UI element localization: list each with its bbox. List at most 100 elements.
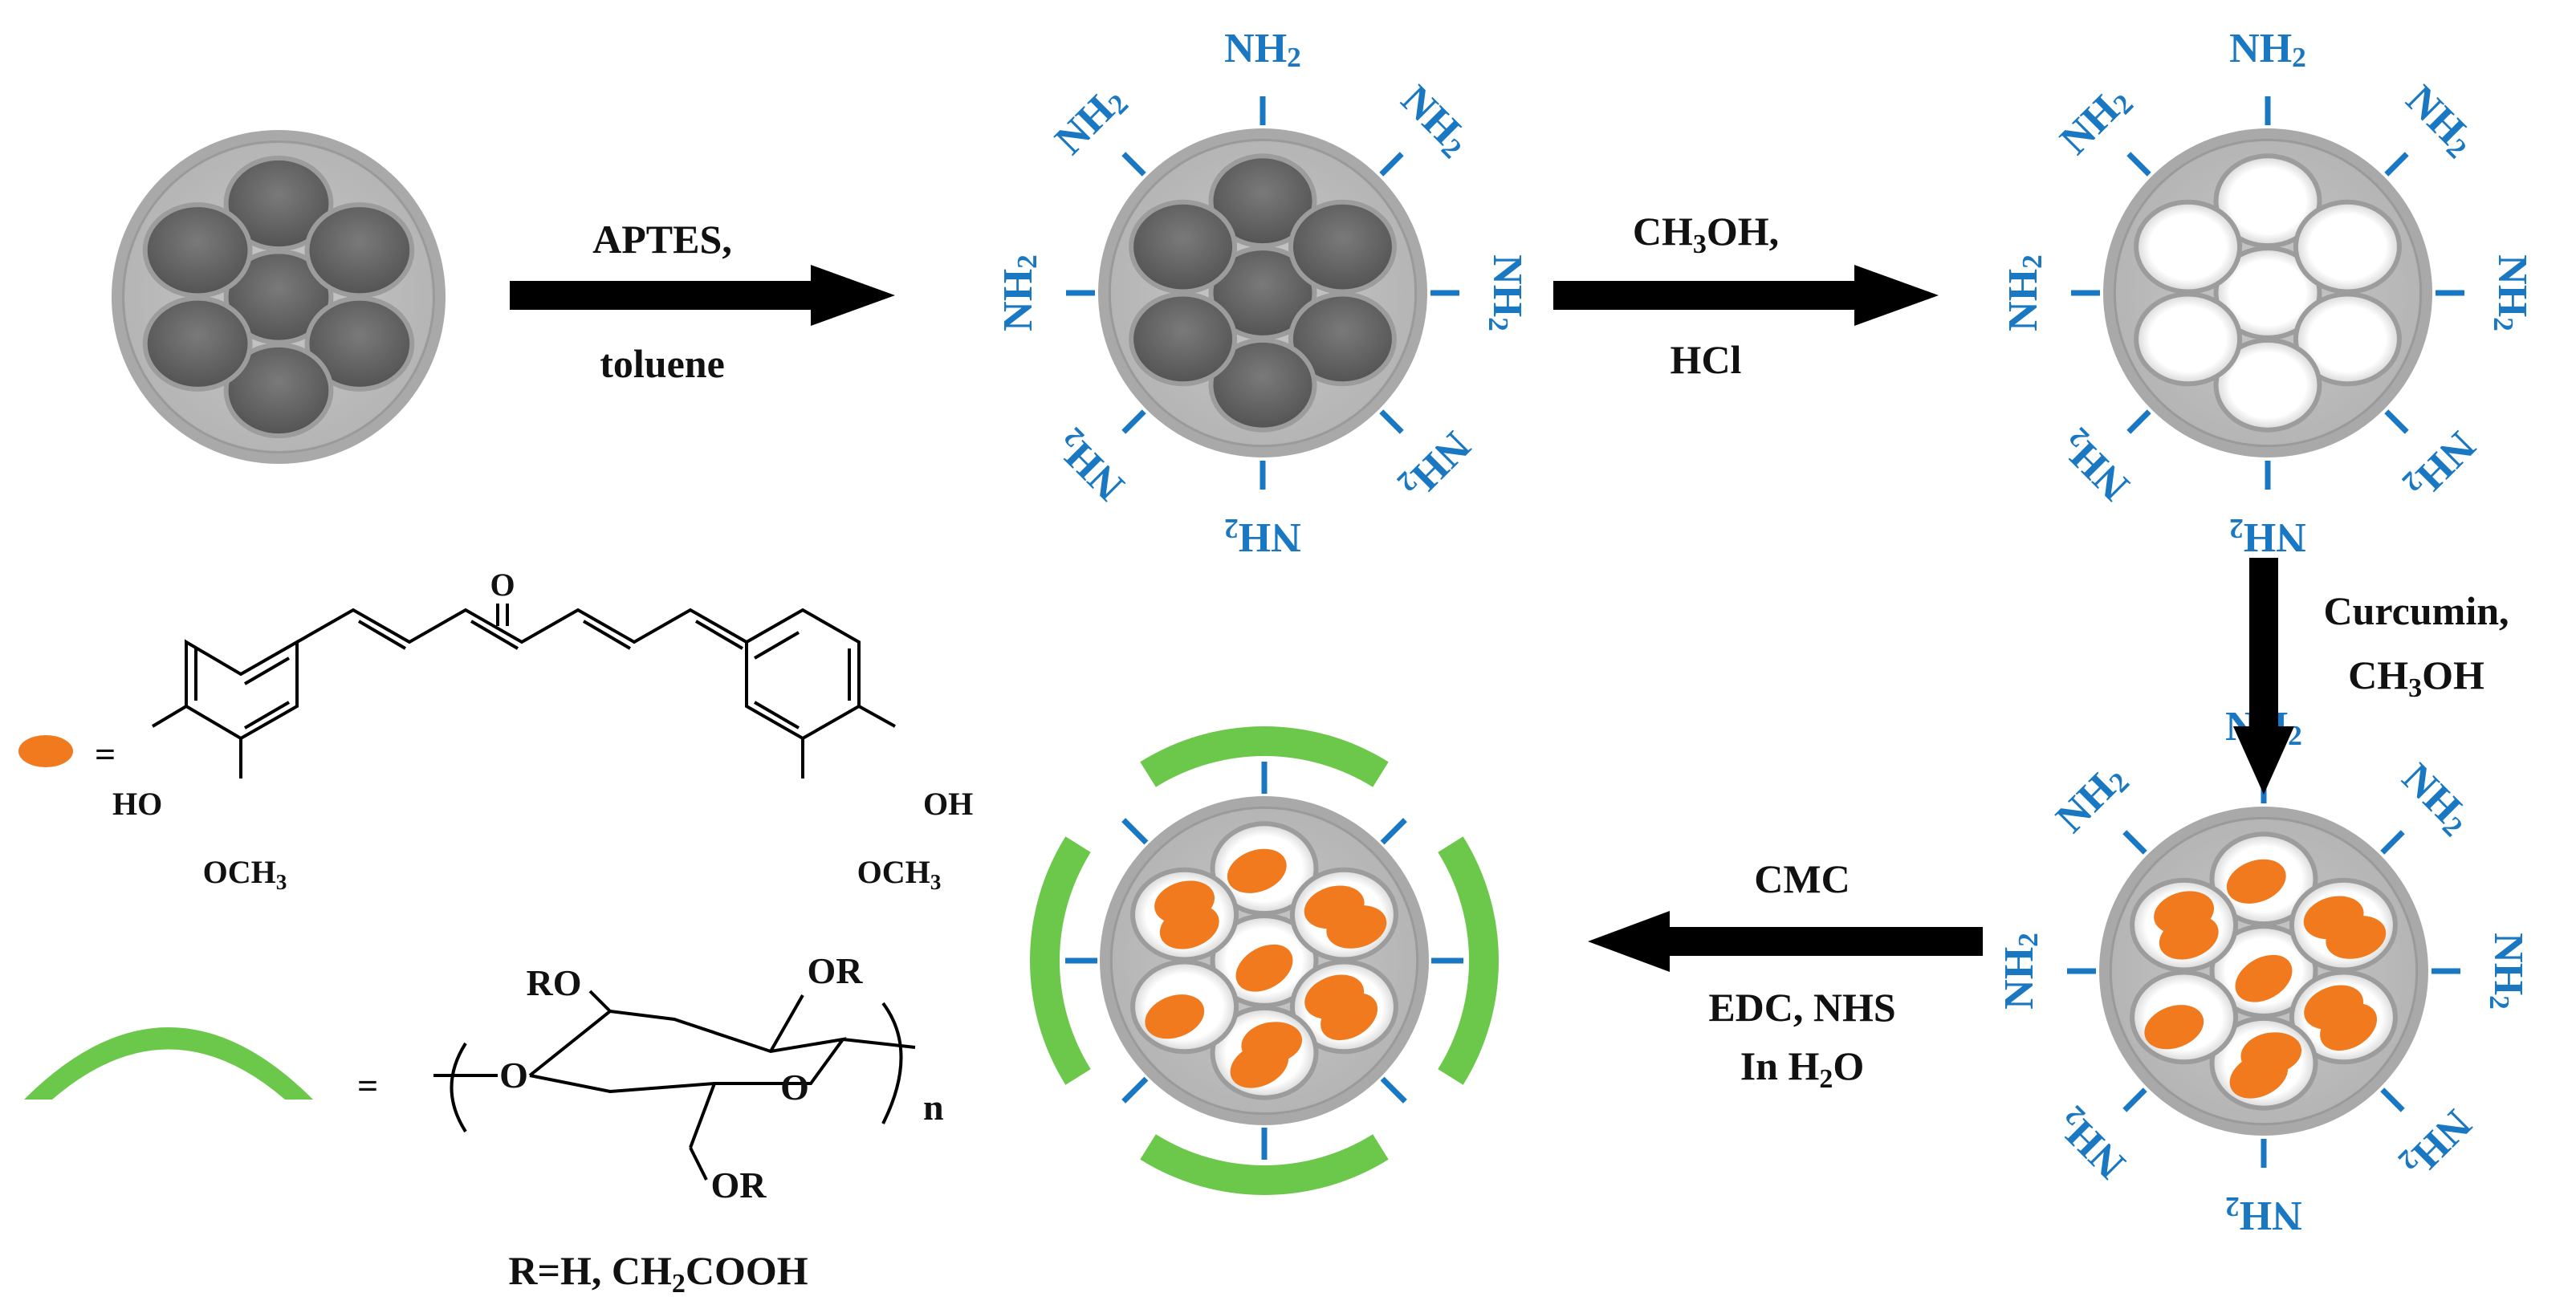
step3-solvent: CH3OH xyxy=(2348,652,2484,703)
step1-solvent: toluene xyxy=(600,341,725,386)
curcumin-symbol xyxy=(18,735,73,767)
curcumin-molecule xyxy=(2229,1052,2289,1099)
legend-equals-2: = xyxy=(357,1065,378,1106)
amine-linker xyxy=(1121,409,1146,434)
step2-reagent: CH3OH, xyxy=(1633,209,1779,259)
amine-label: NH2 xyxy=(2048,1100,2136,1188)
cmc-ro: RO xyxy=(527,962,582,1003)
curcumin-molecule xyxy=(1230,1042,1289,1088)
pore xyxy=(228,254,329,340)
curcumin-molecule xyxy=(1235,944,1293,992)
pore xyxy=(309,300,410,387)
step4-medium: In H2O xyxy=(1740,1043,1865,1094)
amine-label: NH2 xyxy=(1391,77,1479,165)
curcumin-molecule xyxy=(2326,916,2387,959)
cmc-ring-o: O xyxy=(780,1067,809,1108)
amine-linker xyxy=(2380,1087,2405,1112)
curcumin-molecule xyxy=(1145,994,1205,1039)
curcumin-och3-left: OCH3 xyxy=(203,854,287,894)
amine-label: NH2 xyxy=(2052,77,2140,165)
reaction-arrow-4 xyxy=(1588,911,1983,972)
amine-label: NH2 xyxy=(1047,77,1135,165)
amine-linker xyxy=(2122,1087,2147,1112)
pore xyxy=(2218,158,2318,244)
pore xyxy=(2139,204,2238,290)
pore xyxy=(1292,204,1392,290)
amine-label: NH2 xyxy=(995,254,1043,331)
amine-label: NH2 xyxy=(1996,933,2044,1010)
step4-coupling: EDC, NHS xyxy=(1708,985,1895,1030)
amine-label: NH2 xyxy=(2000,254,2048,331)
amine-label: NH2 xyxy=(2392,755,2480,844)
curcumin-molecule xyxy=(1227,848,1287,893)
curcumin-carbonyl-o: O xyxy=(490,567,515,603)
curcumin-molecule xyxy=(2159,915,2219,960)
cmc-coating-segment xyxy=(1438,836,1499,1085)
pore xyxy=(1133,296,1233,382)
cmc-linker xyxy=(1121,818,1149,845)
pore xyxy=(1213,250,1312,335)
amine-label: NH2 xyxy=(2396,77,2484,165)
amine-label: NH2 xyxy=(1224,513,1301,560)
pore xyxy=(1213,158,1312,244)
amine-label: NH2 xyxy=(2396,421,2484,510)
particle-cmc-coated xyxy=(1030,726,1499,1195)
amine-linker xyxy=(2122,830,2147,855)
pore xyxy=(228,347,329,434)
amine-label: NH2 xyxy=(1391,421,1479,510)
amine-label: NH2 xyxy=(1047,421,1135,510)
curcumin-molecule xyxy=(1326,905,1387,949)
curcumin-molecule xyxy=(1304,974,1365,1019)
particle-bare-msn xyxy=(112,130,446,464)
curcumin-structure xyxy=(151,604,896,778)
reaction-arrow-1 xyxy=(510,265,895,326)
cmc-linker xyxy=(1380,1076,1407,1104)
pore xyxy=(147,300,248,387)
cmc-coating-segment xyxy=(1030,836,1091,1085)
legend-cmc: = O RO OR O OR n R=H, CH2COOH xyxy=(24,950,944,1299)
amine-label: NH2 xyxy=(1224,26,1301,73)
cmc-or-top: OR xyxy=(808,950,864,991)
amine-label: NH2 xyxy=(2225,1191,2302,1238)
legend-equals-1: = xyxy=(95,734,116,774)
curcumin-molecule xyxy=(2144,1005,2204,1050)
pore xyxy=(309,207,410,294)
amine-linker xyxy=(1379,409,1404,434)
cmc-linker xyxy=(1121,1076,1149,1104)
amine-label: NH2 xyxy=(2488,254,2535,331)
cmc-structure xyxy=(433,990,916,1181)
amine-label: NH2 xyxy=(2229,26,2306,73)
amine-label: NH2 xyxy=(2052,421,2140,510)
cmc-r-definition: R=H, CH2COOH xyxy=(508,1248,808,1299)
amine-linker xyxy=(2126,152,2151,177)
reaction-arrow-3 xyxy=(2233,558,2294,795)
amine-linker xyxy=(2380,830,2405,855)
cmc-linker xyxy=(1380,818,1407,845)
amine-linker xyxy=(2126,409,2151,434)
curcumin-oh: OH xyxy=(923,786,973,822)
step1-reagent: APTES, xyxy=(592,217,732,262)
amine-linker xyxy=(1121,152,1146,177)
amine-linker xyxy=(1379,152,1404,177)
pore xyxy=(1292,296,1392,382)
amine-label: NH2 xyxy=(1483,254,1530,331)
step2-acid: HCl xyxy=(1671,337,1742,382)
step3-drug: Curcumin, xyxy=(2323,588,2509,633)
pore xyxy=(2218,250,2318,335)
curcumin-molecule xyxy=(2304,985,2364,1030)
pore xyxy=(2297,296,2397,382)
cmc-symbol xyxy=(24,1027,313,1100)
amine-label: NH2 xyxy=(2048,755,2136,844)
cmc-left-o: O xyxy=(499,1055,528,1096)
curcumin-och3-right: OCH3 xyxy=(857,854,942,894)
cmc-repeat-n: n xyxy=(923,1087,944,1128)
pore xyxy=(2218,342,2318,428)
cmc-coating-segment xyxy=(1140,726,1389,787)
pore xyxy=(228,160,329,247)
curcumin-molecule xyxy=(2235,954,2293,1002)
curcumin-molecule xyxy=(1159,905,1219,949)
step4-polymer: CMC xyxy=(1754,856,1850,901)
